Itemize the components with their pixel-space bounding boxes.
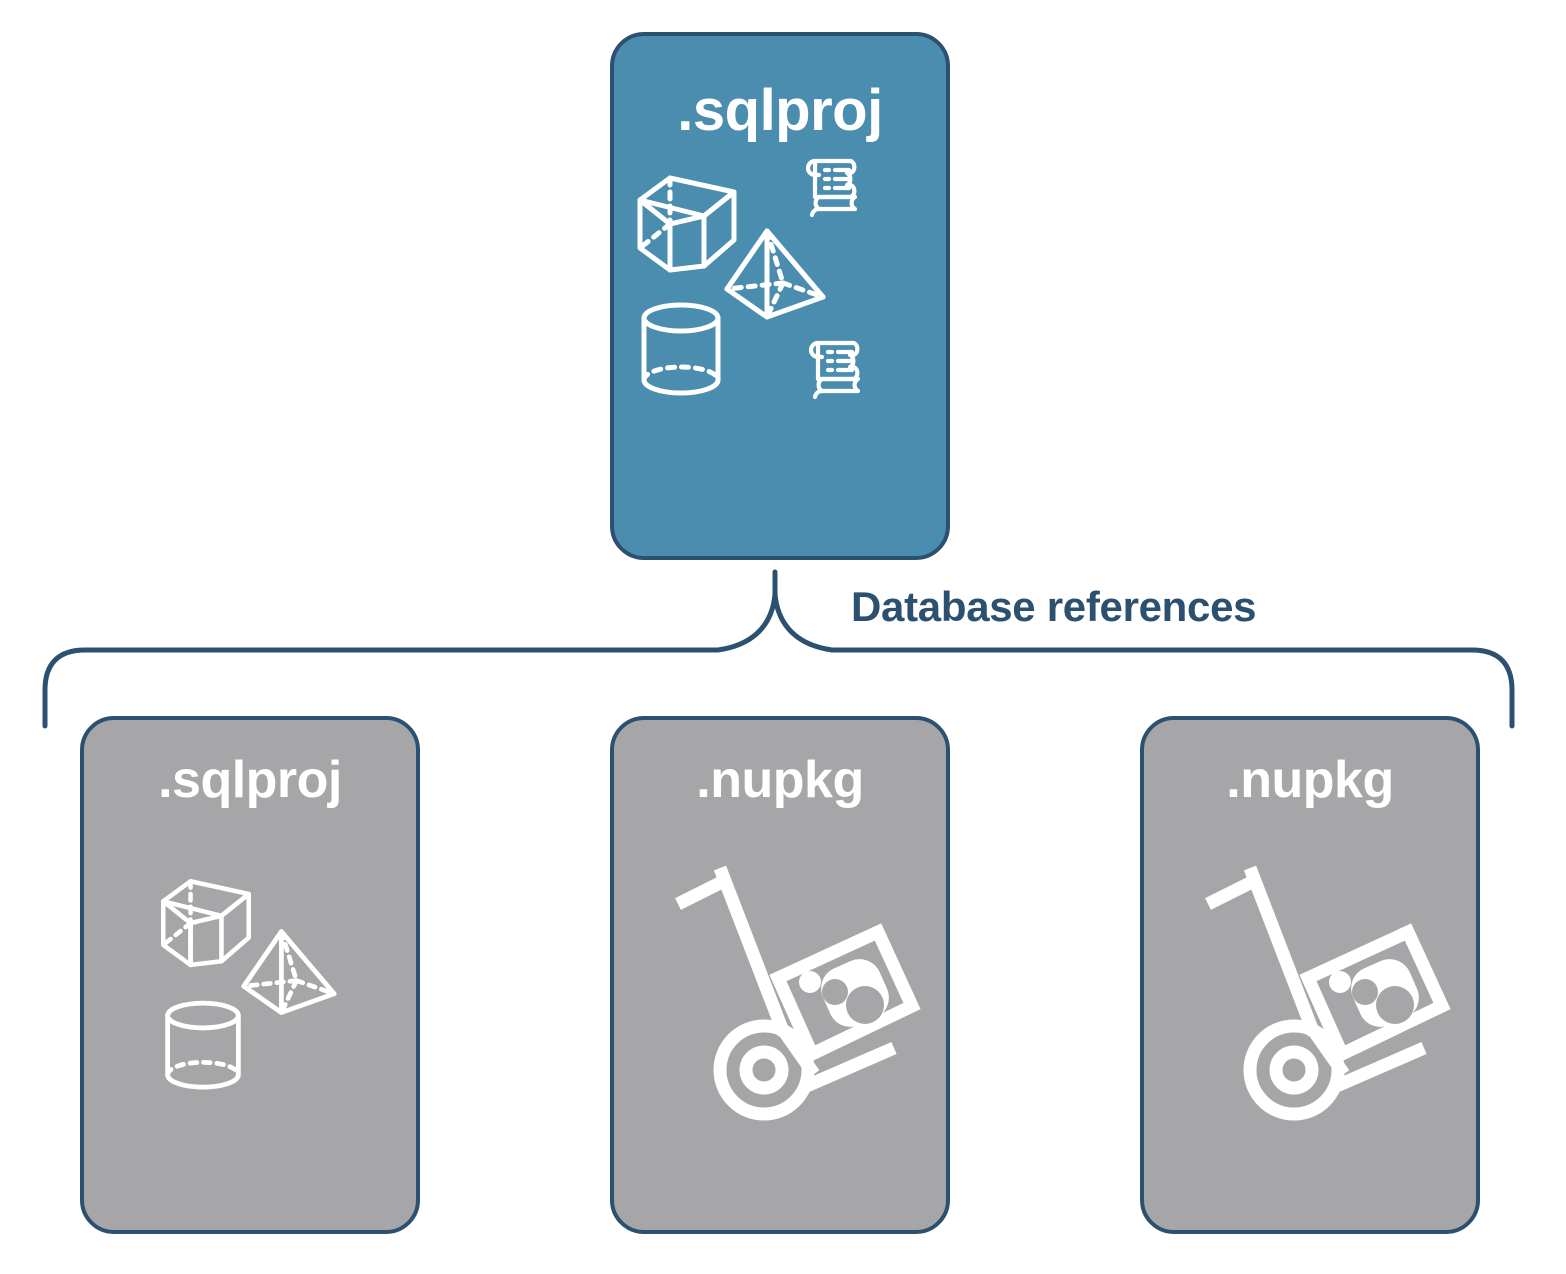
hand-truck-package-icon (1205, 865, 1451, 1121)
icon-group-sqlproj-reference (84, 806, 416, 1230)
node-title-sqlproj-main: .sqlproj (677, 78, 883, 143)
connector-label: Database references (845, 586, 1263, 628)
icon-group-nupkg-1 (614, 806, 946, 1230)
cylinder-icon (641, 302, 721, 396)
cube-icon (637, 175, 737, 273)
scroll-icon (808, 340, 861, 400)
cylinder-icon (165, 1000, 241, 1090)
node-nupkg-2[interactable]: .nupkg (1140, 716, 1480, 1234)
node-title-nupkg-1: .nupkg (696, 751, 864, 809)
icon-group-nupkg-2 (1144, 806, 1476, 1230)
icon-group-main (614, 140, 946, 556)
hand-truck-package-icon (675, 865, 921, 1121)
pyramid-icon (241, 929, 337, 1015)
node-title-nupkg-2: .nupkg (1226, 751, 1394, 809)
scroll-icon (805, 158, 858, 218)
node-title-sqlproj-reference: .sqlproj (158, 751, 342, 809)
pyramid-icon (724, 228, 826, 320)
node-sqlproj-reference[interactable]: .sqlproj (80, 716, 420, 1234)
cube-icon (161, 879, 251, 968)
node-nupkg-1[interactable]: .nupkg (610, 716, 950, 1234)
node-sqlproj-main[interactable]: .sqlproj (610, 32, 950, 560)
